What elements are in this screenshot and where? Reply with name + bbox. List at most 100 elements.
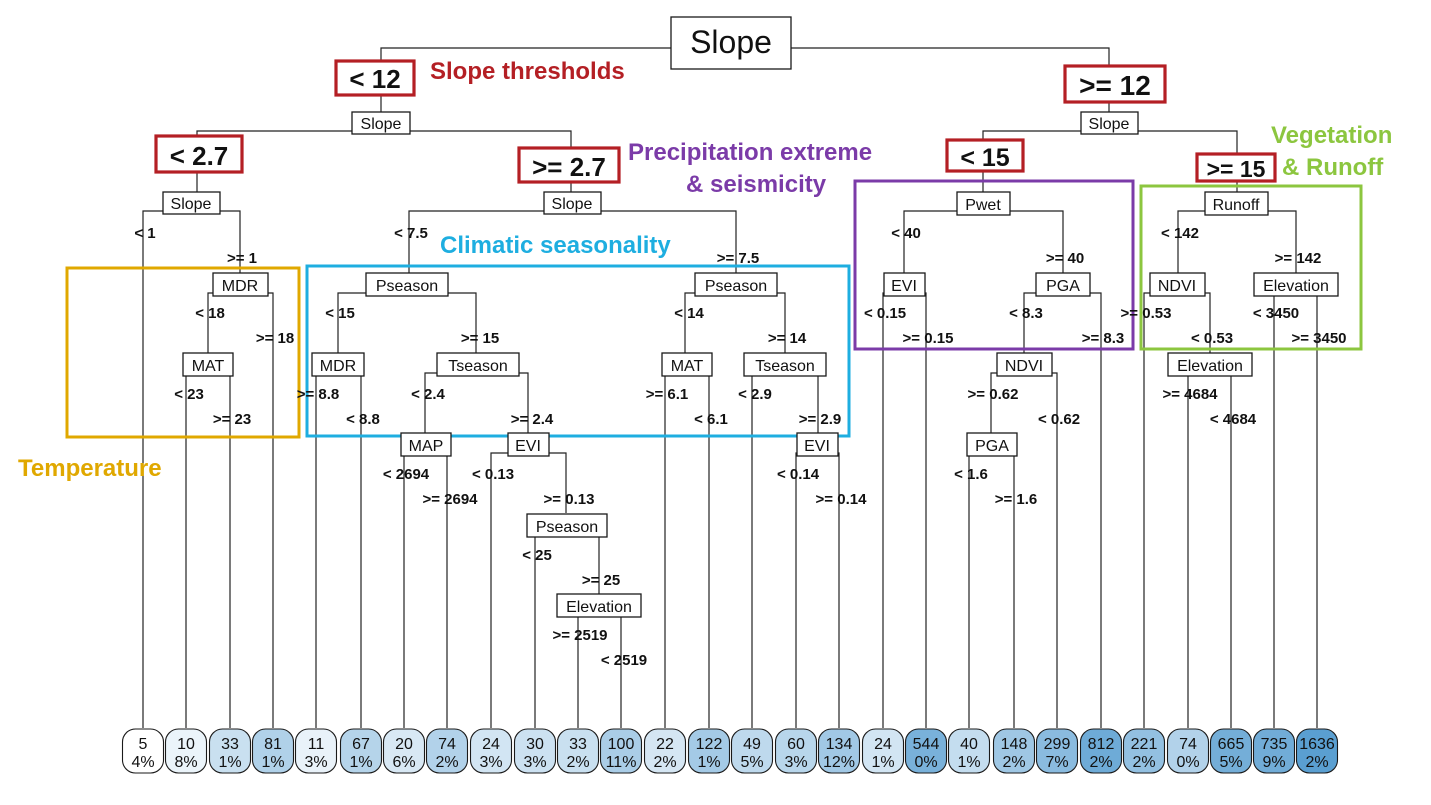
leaf-value: 221 xyxy=(1131,736,1158,753)
precipitation-extreme-label: Precipitation extreme xyxy=(628,139,872,166)
leaf-percent: 3% xyxy=(479,754,502,771)
leaf-box xyxy=(382,728,426,774)
leaf-percent: 4% xyxy=(131,754,154,771)
node-elevation-2: Elevation xyxy=(1253,272,1339,297)
svg-text:Pseason: Pseason xyxy=(376,278,438,295)
svg-text:PGA: PGA xyxy=(1046,278,1080,295)
leaf-value: 5 xyxy=(139,736,148,753)
seismicity-label: & seismicity xyxy=(686,171,827,198)
threshold-lt-12: < 12 xyxy=(334,59,416,97)
edge-label: >= 1 xyxy=(227,250,257,267)
leaf-node: 241% xyxy=(861,728,905,774)
svg-text:Elevation: Elevation xyxy=(1177,358,1243,375)
svg-text:MAP: MAP xyxy=(409,438,444,455)
node-pga-1: PGA xyxy=(1035,272,1091,297)
precipitation-seismicity-group-box xyxy=(853,179,1135,351)
runoff-label: & Runoff xyxy=(1282,154,1384,181)
leaf-percent: 11% xyxy=(606,754,637,771)
leaf-box xyxy=(817,728,861,774)
leaf-value: 812 xyxy=(1088,736,1115,753)
leaf-percent: 1% xyxy=(349,754,372,771)
leaf-node: 495% xyxy=(730,728,774,774)
leaf-node: 243% xyxy=(469,728,513,774)
edge-label: >= 0.13 xyxy=(544,491,595,508)
edge-label: < 14 xyxy=(674,305,704,322)
svg-text:MDR: MDR xyxy=(320,358,356,375)
leaf-box xyxy=(294,728,338,774)
edge-label: < 8.8 xyxy=(346,411,380,428)
edge-label: < 0.14 xyxy=(777,466,820,483)
vegetation-runoff-group-box xyxy=(1139,184,1363,351)
node-elevation-3: Elevation xyxy=(1167,352,1253,377)
leaf-box xyxy=(904,728,948,774)
leaf-percent: 5% xyxy=(1219,754,1242,771)
leaf-percent: 7% xyxy=(1045,754,1068,771)
node-pseason-2: Pseason xyxy=(694,272,778,297)
edge-label: >= 2.4 xyxy=(511,411,554,428)
edge-labels: < 1 >= 1 < 18 >= 18 < 23 >= 23 < 7.5 >= … xyxy=(134,225,1346,669)
svg-text:Tseason: Tseason xyxy=(755,358,815,375)
edge-label: < 40 xyxy=(891,225,921,242)
leaf-percent: 12% xyxy=(823,754,855,771)
leaf-percent: 1% xyxy=(871,754,894,771)
leaf-box xyxy=(1079,728,1123,774)
edge-label: < 6.1 xyxy=(694,411,728,428)
leaf-box xyxy=(992,728,1036,774)
edge-label: >= 1.6 xyxy=(995,491,1038,508)
leaf-percent: 2% xyxy=(1132,754,1155,771)
edge-label: >= 2694 xyxy=(422,491,478,508)
climatic-seasonality-label: Climatic seasonality xyxy=(440,232,671,259)
group-boxes xyxy=(65,179,1363,439)
edge-label: < 142 xyxy=(1161,225,1199,242)
edge-label: >= 3450 xyxy=(1291,330,1346,347)
leaf-node: 671% xyxy=(339,728,383,774)
leaf-value: 30 xyxy=(526,736,544,753)
leaf-value: 24 xyxy=(874,736,892,753)
leaf-percent: 1% xyxy=(218,754,241,771)
leaf-box xyxy=(513,728,557,774)
leaf-box xyxy=(556,728,600,774)
leaf-percent: 2% xyxy=(653,754,676,771)
leaf-percent: 2% xyxy=(1305,754,1328,771)
leaf-box xyxy=(425,728,469,774)
edge-label: >= 2.9 xyxy=(799,411,842,428)
threshold-ge-15: >= 15 xyxy=(1195,152,1277,183)
leaf-value: 40 xyxy=(960,736,978,753)
leaf-box xyxy=(1122,728,1166,774)
leaf-value: 74 xyxy=(438,736,456,753)
leaf-value: 22 xyxy=(656,736,674,753)
leaf-box xyxy=(643,728,687,774)
leaf-value: 148 xyxy=(1001,736,1028,753)
leaf-node: 401% xyxy=(947,728,991,774)
svg-text:EVI: EVI xyxy=(804,438,830,455)
svg-text:MDR: MDR xyxy=(222,278,258,295)
leaf-value: 60 xyxy=(787,736,805,753)
edge-label: < 0.13 xyxy=(472,466,514,483)
svg-text:Elevation: Elevation xyxy=(566,599,632,616)
leaf-percent: 2% xyxy=(1089,754,1112,771)
leaf-value: 665 xyxy=(1218,736,1245,753)
leaf-percent: 3% xyxy=(784,754,807,771)
svg-text:EVI: EVI xyxy=(515,438,541,455)
edge-label: < 2694 xyxy=(383,466,430,483)
leaf-value: 11 xyxy=(308,736,325,753)
svg-text:PGA: PGA xyxy=(975,438,1009,455)
edge-label: < 18 xyxy=(195,305,225,322)
node-mat-2: MAT xyxy=(661,352,713,377)
edge-label: < 1 xyxy=(134,225,155,242)
leaf-node: 331% xyxy=(208,728,252,774)
split-nodes: Slope Slope Slope Slope MDR MAT Pseason … xyxy=(162,111,1339,618)
leaf-box xyxy=(1252,728,1296,774)
leaf-node: 108% xyxy=(164,728,208,774)
svg-text:Slope: Slope xyxy=(171,196,212,213)
leaf-box xyxy=(208,728,252,774)
leaf-percent: 0% xyxy=(914,754,937,771)
node-evi-2: EVI xyxy=(796,432,839,457)
